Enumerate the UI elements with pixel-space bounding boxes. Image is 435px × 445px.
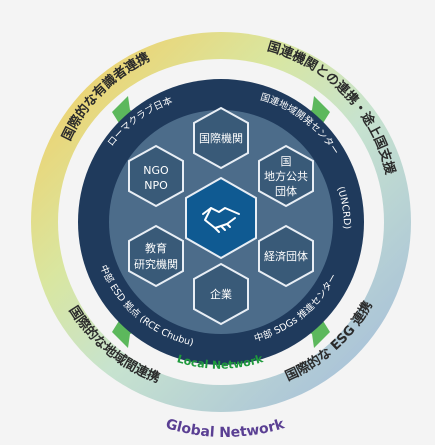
hex-lower-right-label: 経済団体	[264, 249, 308, 263]
hex-lower-left-line1: 教育	[145, 241, 167, 255]
hex-lower-left	[128, 224, 184, 288]
hexagon-group	[128, 106, 314, 326]
hexagon-labels: 国際機関 国 地方公共 団体 経済団体 企業 教育 研究機関 NGO NPO	[134, 131, 308, 301]
local-network-label: Local Network	[175, 352, 265, 372]
hex-lower-left-line2: 研究機関	[134, 257, 178, 271]
hex-bottom-label: 企業	[210, 287, 232, 301]
hex-lower-right	[258, 224, 314, 288]
hex-upper-right-line3: 団体	[275, 184, 297, 198]
handshake-icon	[202, 207, 240, 233]
hex-top-label: 国際機関	[199, 131, 243, 145]
global-network-label: Global Network	[164, 416, 287, 441]
hex-upper-left	[128, 144, 184, 208]
hex-center	[185, 176, 257, 260]
hex-upper-right-line1: 国	[281, 155, 292, 168]
hex-bottom	[193, 262, 249, 326]
hex-upper-left-line1: NGO	[143, 164, 169, 177]
hex-upper-right	[258, 144, 314, 208]
hex-upper-right-line2: 地方公共	[264, 169, 308, 183]
hex-top	[193, 106, 249, 170]
hex-upper-left-line2: NPO	[144, 179, 168, 192]
